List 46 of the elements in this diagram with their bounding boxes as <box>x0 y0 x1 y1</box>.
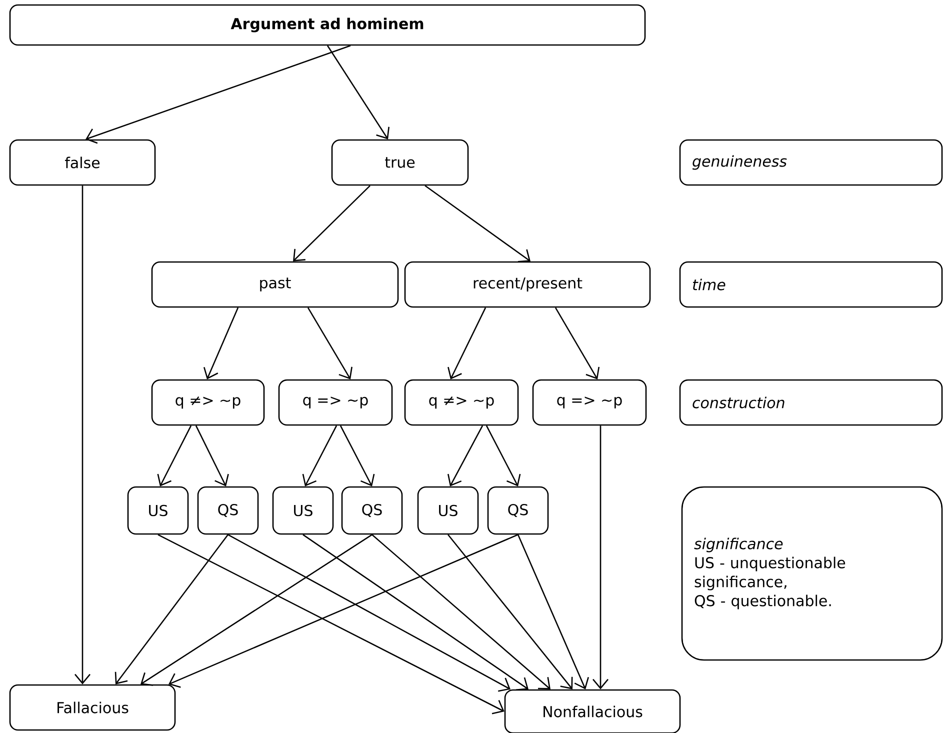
arrow <box>448 307 486 380</box>
arrow <box>517 534 589 690</box>
arrow <box>447 425 484 486</box>
outcome-box: Fallacious <box>9 684 176 731</box>
arrow <box>372 534 551 690</box>
option-box: q ≠> ~p <box>151 379 265 426</box>
arrow <box>114 534 229 684</box>
option-box: QS <box>341 486 403 535</box>
arrow <box>302 425 338 486</box>
option-box: q => ~p <box>532 379 647 426</box>
option-box: past <box>151 261 399 308</box>
option-box: q ≠> ~p <box>404 379 519 426</box>
arrow <box>448 534 573 690</box>
option-box: QS <box>197 486 259 535</box>
arrow <box>203 307 239 380</box>
arrow <box>326 45 390 140</box>
option-box: true <box>331 139 469 186</box>
heading-box: Argument ad hominem <box>9 4 646 46</box>
option-box: q => ~p <box>278 379 393 426</box>
arrow <box>157 425 192 486</box>
arrow <box>86 45 351 144</box>
arrow <box>340 425 375 486</box>
arrow <box>228 534 510 692</box>
arrow <box>168 534 518 688</box>
arrow <box>302 534 528 691</box>
option-box: US <box>127 486 189 535</box>
option-box: QS <box>487 486 549 535</box>
arrow <box>158 534 504 714</box>
arrow <box>554 307 600 380</box>
option-box: false <box>9 139 156 186</box>
arrow <box>592 426 608 690</box>
arrow <box>424 185 530 262</box>
category-box: genuineness <box>679 139 943 186</box>
arrow <box>293 185 370 262</box>
category-box: construction <box>679 379 943 426</box>
outcome-box: Nonfallacious <box>504 689 681 733</box>
category-box: time <box>679 261 943 308</box>
arrow <box>307 307 352 380</box>
legend-note-box: significance US - unquestionable significance, QS - questionable. <box>681 486 943 661</box>
arrow <box>195 425 229 486</box>
option-box: US <box>417 486 479 535</box>
option-box: US <box>272 486 334 535</box>
arrow <box>74 186 90 684</box>
option-box: recent/present <box>404 261 651 308</box>
arrow <box>140 534 372 686</box>
arrow <box>486 425 521 486</box>
